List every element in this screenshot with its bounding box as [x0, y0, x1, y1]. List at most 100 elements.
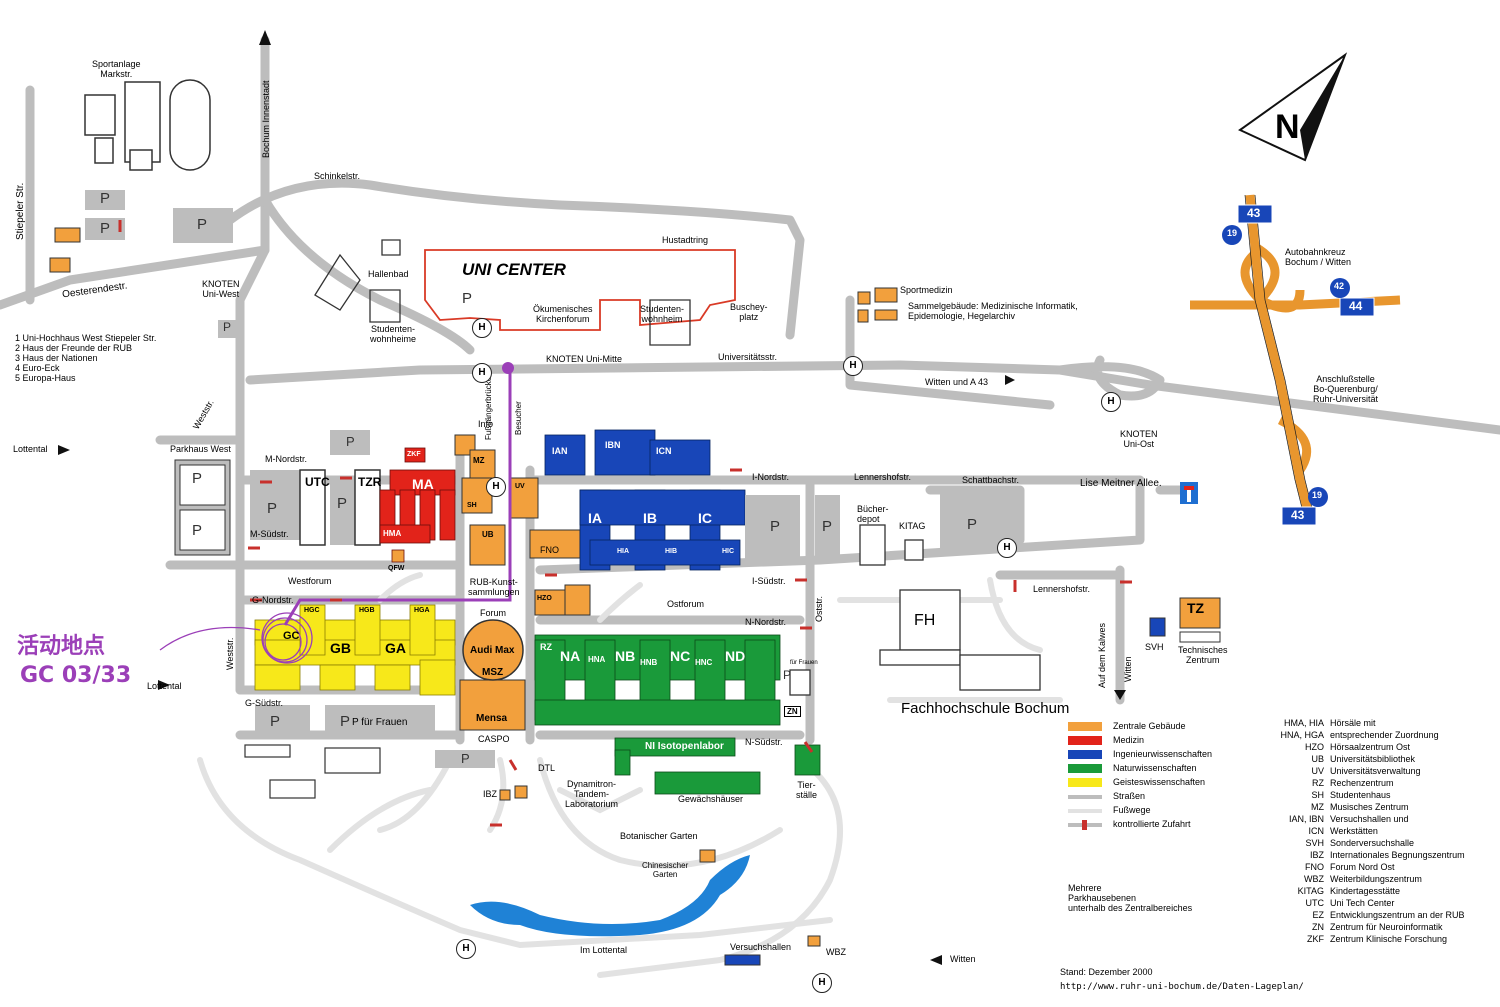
label-ibz: IBZ: [483, 789, 498, 799]
uni-center-title: UNI CENTER: [462, 260, 566, 279]
building-ga[interactable]: GA: [385, 640, 406, 656]
abbreviation-key: ICN: [1308, 826, 1325, 836]
abbreviation-key: HNA, HGA: [1280, 730, 1324, 740]
bus-stop-icon[interactable]: H: [1101, 392, 1121, 412]
building-utc[interactable]: UTC: [305, 475, 330, 489]
abbreviation-key: HMA, HIA: [1283, 718, 1324, 728]
abbreviation-value: Versuchshallen und: [1330, 814, 1409, 824]
label-sammelgebaeude: Sammelgebäude: Medizinische Informatik, …: [908, 301, 1078, 321]
bus-stop-icon[interactable]: H: [456, 939, 476, 959]
access-marks: [118, 220, 1132, 827]
label-lennershof2: Lennershofstr.: [1033, 584, 1091, 594]
label-numbers-legend: 1 Uni-Hochhaus West Stiepeler Str. 2 Hau…: [15, 333, 157, 383]
building-ic[interactable]: IC: [698, 510, 712, 526]
source-url[interactable]: http://www.ruhr-uni-bochum.de/Daten-Lage…: [1060, 982, 1304, 992]
building-uv[interactable]: UV: [515, 483, 525, 490]
building-hnc[interactable]: HNC: [695, 658, 713, 667]
building-nd[interactable]: ND: [725, 648, 746, 664]
label-g-nordstr: G-Nordstr.: [252, 595, 294, 605]
building-fh[interactable]: FH: [914, 612, 936, 629]
bus-stop-icon[interactable]: H: [843, 356, 863, 376]
building-icn[interactable]: ICN: [656, 446, 672, 456]
bus-stop-icon[interactable]: H: [997, 538, 1017, 558]
label-bochum-innenstadt: Bochum Innenstadt: [261, 80, 271, 158]
label-besucher: Besucher: [514, 401, 523, 435]
building-tzr[interactable]: TZR: [358, 475, 382, 489]
parking-icon: P: [192, 522, 203, 539]
building-audi-max[interactable]: Audi Max: [470, 645, 515, 656]
building-zkf[interactable]: ZKF: [407, 451, 421, 458]
building-hma[interactable]: HMA: [383, 529, 402, 538]
building-tz[interactable]: TZ: [1187, 600, 1205, 616]
building-gc[interactable]: GC: [283, 630, 300, 642]
building-ib[interactable]: IB: [643, 510, 657, 526]
autobahn: [1190, 194, 1401, 522]
bus-stop-icon[interactable]: H: [472, 318, 492, 338]
building-ibn[interactable]: IBN: [605, 440, 621, 450]
building-hnb[interactable]: HNB: [640, 658, 658, 667]
abbreviation-key: RZ: [1312, 778, 1324, 788]
building-hga[interactable]: HGA: [414, 607, 430, 614]
building-nc[interactable]: NC: [670, 648, 691, 664]
abbreviation-key: SH: [1311, 790, 1324, 800]
bus-stop-icon[interactable]: H: [486, 477, 506, 497]
bus-stop-icon[interactable]: H: [472, 363, 492, 383]
abbreviation-key: FNO: [1305, 862, 1324, 872]
label-tierstaelle: Tier- ställe: [796, 780, 818, 800]
abbreviation-key: SVH: [1305, 838, 1324, 848]
abbreviation-value: Internationales Begnungszentrum: [1330, 850, 1465, 860]
label-lottental-bottom: Lottental: [147, 681, 182, 691]
building-na[interactable]: NA: [560, 648, 581, 664]
building-sh[interactable]: SH: [467, 502, 477, 509]
shield-43-bottom: [1281, 506, 1317, 526]
building-ub[interactable]: UB: [482, 530, 494, 539]
abbreviation-key: UB: [1311, 754, 1324, 764]
building-hib[interactable]: HIB: [665, 548, 678, 555]
building-ma[interactable]: MA: [412, 476, 434, 492]
label-autobahnkreuz: Autobahnkreuz Bochum / Witten: [1285, 247, 1352, 267]
label-dynamitron: Dynamitron- Tandem- Laboratorium: [565, 779, 619, 809]
building-hgb[interactable]: HGB: [359, 607, 375, 614]
gc-scribble: [159, 612, 313, 664]
abbreviation-value: Hörsaalzentrum Ost: [1330, 742, 1411, 752]
label-technisches: Technisches Zentrum: [1178, 645, 1228, 665]
building-msz[interactable]: MSZ: [482, 667, 504, 678]
building-qfw[interactable]: QFW: [388, 565, 405, 572]
bus-stop-icon[interactable]: H: [812, 973, 832, 993]
building-ni-isotopen[interactable]: NI Isotopenlabor: [645, 741, 724, 752]
building-hna[interactable]: HNA: [588, 655, 606, 664]
autobahn-edges: [1244, 194, 1316, 521]
building-zn[interactable]: ZN: [784, 706, 801, 717]
building-hgc[interactable]: HGC: [304, 607, 320, 614]
central-buildings: [454, 434, 591, 731]
building-hia[interactable]: HIA: [617, 548, 630, 555]
botanic-pond: [470, 855, 750, 937]
legend-swatch: [1068, 820, 1102, 830]
building-hic[interactable]: HIC: [722, 548, 735, 555]
building-ian[interactable]: IAN: [552, 446, 568, 456]
north-arrow: [1238, 52, 1348, 162]
shield-44-label: 44: [1349, 299, 1363, 313]
legend-label: Ingenieurwissenschaften: [1113, 749, 1213, 759]
building-nb[interactable]: NB: [615, 648, 636, 664]
building-ia[interactable]: IA: [588, 510, 602, 526]
building-gb[interactable]: GB: [330, 640, 351, 656]
building-hzo[interactable]: HZO: [537, 595, 552, 602]
building-mensa[interactable]: Mensa: [476, 713, 508, 724]
label-witten-bottom: Witten: [950, 954, 976, 964]
parking-icon: P: [783, 668, 792, 682]
label-lise-meitner: Lise Meitner Allee.: [1080, 478, 1162, 489]
legend-label: Medizin: [1113, 735, 1145, 745]
building-rz[interactable]: RZ: [540, 642, 552, 652]
label-knoten-mitte: KNOTEN Uni-Mitte: [546, 354, 623, 364]
label-botanischer: Botanischer Garten: [620, 831, 698, 841]
abbreviation-key: WBZ: [1304, 874, 1324, 884]
sportmedizin-buildings: [857, 287, 898, 323]
label-hallenbad: Hallenbad: [368, 269, 409, 279]
legend-label: Straßen: [1113, 791, 1146, 801]
abbreviation-key: UTC: [1305, 898, 1325, 908]
building-mz[interactable]: MZ: [473, 456, 485, 465]
label-knoten-ost: KNOTEN Uni-Ost: [1120, 429, 1158, 449]
label-oekumenisches: Ökumenisches Kirchenforum: [533, 304, 593, 324]
parking-icon: P: [770, 518, 781, 535]
